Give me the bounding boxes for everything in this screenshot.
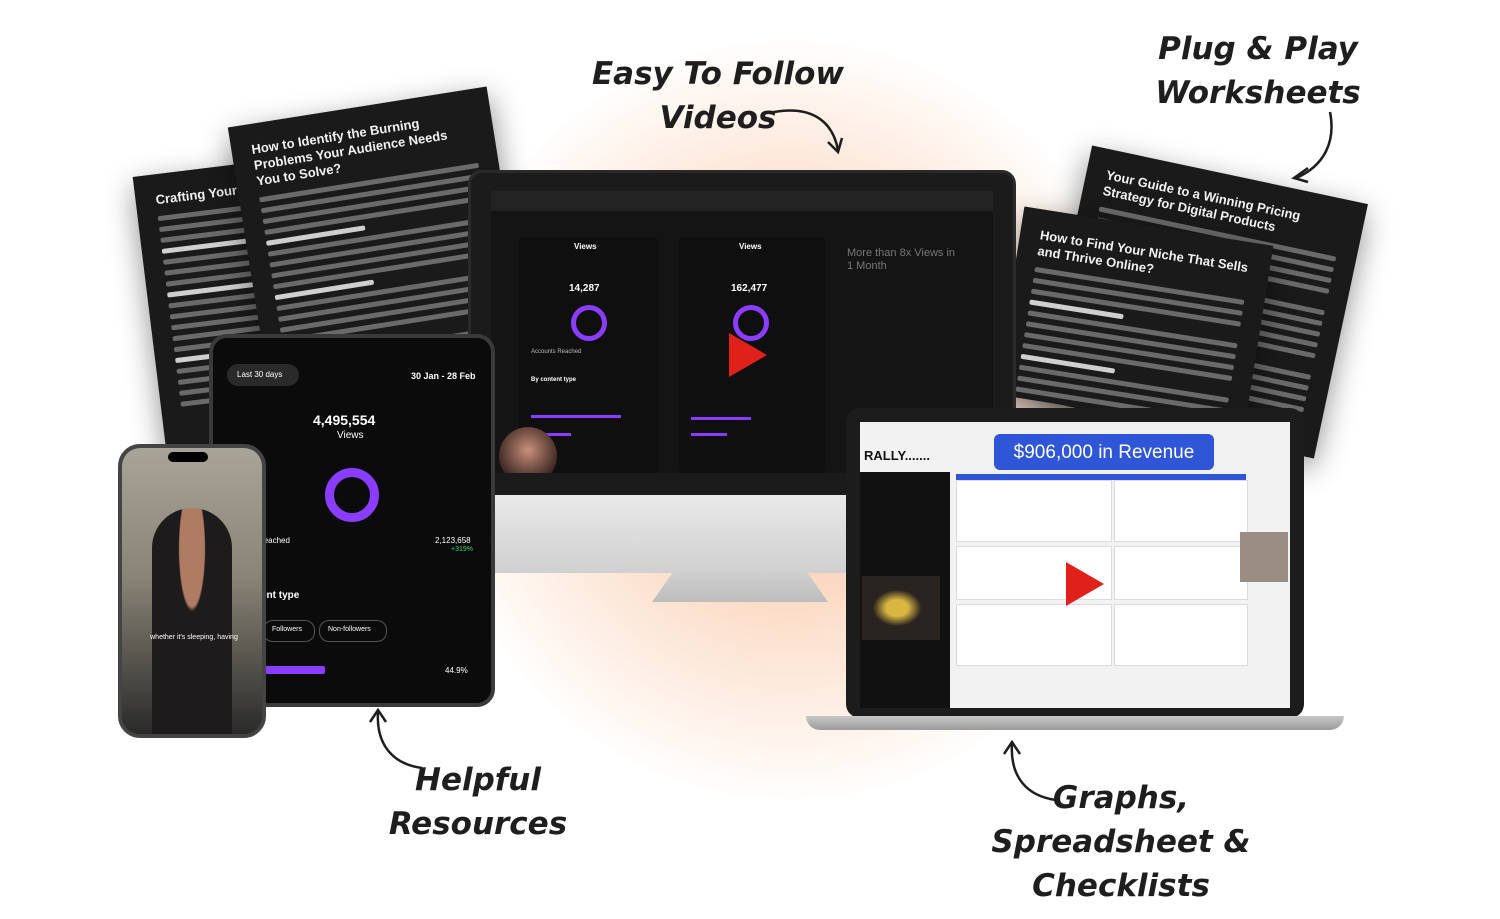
- arrow-icon: [773, 109, 844, 155]
- reached-delta: +319%: [451, 546, 473, 553]
- accounts-label: Accounts Reached: [531, 349, 582, 355]
- reached-label: reached: [261, 536, 290, 545]
- panel-value: 162,477: [731, 283, 768, 294]
- spreadsheet-graph: [1114, 546, 1248, 600]
- date-range-selector[interactable]: Last 30 days: [227, 364, 299, 386]
- revenue-badge: $906,000 in Revenue: [994, 434, 1214, 470]
- arrow-icon: [1002, 739, 1057, 802]
- video-subtitle: whether it's sleeping, having: [150, 634, 238, 641]
- monitor-stand: [652, 572, 828, 602]
- date-span: 30 Jan - 28 Feb: [411, 371, 476, 381]
- webcam-thumbnail-right: [1240, 532, 1288, 582]
- progress-percent: 44.9%: [445, 666, 468, 675]
- spreadsheet-graph: [1114, 480, 1248, 542]
- side-label: RALLY.......: [864, 448, 930, 463]
- presenter-figure: [152, 508, 232, 734]
- section-label: By content type: [531, 377, 577, 383]
- reached-value: 2,123,658: [435, 536, 471, 545]
- panel-title: Views: [739, 242, 762, 251]
- caption-videos: Easy To Follow Videos: [591, 56, 845, 136]
- caption-worksheets: Plug & Play Worksheets: [1155, 31, 1361, 111]
- revenue-text: $906,000 in Revenue: [1013, 442, 1195, 463]
- views-label: Views: [337, 430, 364, 441]
- worksheet-doc-right-front: How to Find Your Niche That Sells and Th…: [994, 206, 1274, 434]
- progress-bar: [261, 666, 325, 674]
- spreadsheet-graph: [956, 604, 1112, 666]
- laptop-base: [806, 716, 1344, 730]
- bar: [531, 415, 621, 418]
- followers-chip[interactable]: Followers: [263, 620, 315, 642]
- browser-toolbar: [491, 191, 993, 211]
- donut-chart: [571, 305, 607, 341]
- chip-label: Followers: [272, 626, 302, 633]
- laptop-screen: RALLY....... $906,000 in Revenue: [860, 422, 1290, 708]
- panel-title: Views: [574, 242, 597, 251]
- phone-notch: [168, 452, 208, 462]
- caption-graphs: Graphs, Spreadsheet & Checklists: [991, 780, 1251, 904]
- views-value: 4,495,554: [313, 412, 376, 428]
- arrow-icon: [1291, 111, 1333, 184]
- laptop-device: RALLY....... $906,000 in Revenue: [846, 408, 1304, 718]
- bar: [691, 417, 751, 420]
- panel-value: 14,287: [569, 283, 600, 294]
- spreadsheet-graph: [1114, 604, 1248, 666]
- non-followers-chip[interactable]: Non-followers: [319, 620, 387, 642]
- spreadsheet-graph: [956, 480, 1112, 542]
- play-icon[interactable]: [1066, 562, 1104, 606]
- chip-label: Non-followers: [328, 626, 371, 633]
- bar: [531, 433, 571, 436]
- views-claim-text: More than 8x Views in 1 Month: [847, 247, 956, 272]
- presenter-avatar: [499, 427, 557, 473]
- webcam-thumbnail: [862, 576, 940, 640]
- arrow-icon: [368, 707, 423, 770]
- graph-header-bar: [956, 474, 1246, 480]
- date-range-label: Last 30 days: [237, 370, 283, 379]
- bar: [691, 433, 727, 436]
- phone-device: whether it's sleeping, having: [118, 444, 266, 738]
- content-type-heading: ent type: [261, 590, 300, 601]
- donut-chart: [325, 468, 379, 522]
- play-icon[interactable]: [729, 333, 767, 377]
- caption-resources: Helpful Resources: [388, 762, 568, 842]
